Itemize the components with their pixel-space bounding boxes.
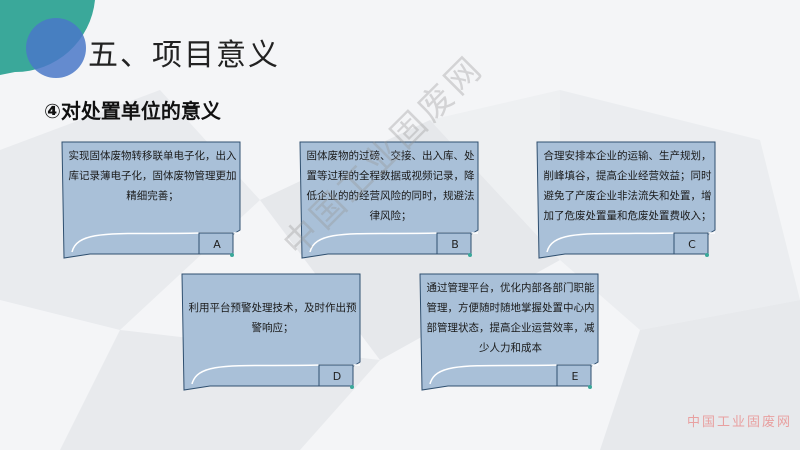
section-subtitle: ④对处置单位的意义 <box>44 99 221 123</box>
card-c-tag: C <box>688 238 696 251</box>
card-d: 利用平台预警处理技术，及时作出预警响应； D <box>180 272 365 392</box>
card-a-tag: A <box>213 238 221 251</box>
card-c-text: 合理安排本企业的运输、生产规划，削峰填谷，提高企业经营效益；同时避免了产废企业非… <box>543 150 712 222</box>
card-a: 实现固体废物转移联单电子化，出入库记录薄电子化，固体废物管理更加精细完善； A <box>60 140 245 260</box>
footer-watermark: 中国工业固废网 <box>686 415 792 430</box>
card-b-shape <box>299 141 479 259</box>
card-e-tag: E <box>571 370 579 383</box>
card-a-shape <box>61 141 241 259</box>
card-e: 通过管理平台，优化内部各部门职能管理，方便随时随地掌握处置中心内部管理状态，提高… <box>418 272 603 392</box>
card-e-text: 通过管理平台，优化内部各部门职能管理，方便随时随地掌握处置中心内部管理状态，提高… <box>426 282 595 354</box>
card-d-text: 利用平台预警处理技术，及时作出预警响应； <box>188 302 357 334</box>
card-b-tag: B <box>451 238 459 251</box>
card-c: 合理安排本企业的运输、生产规划，削峰填谷，提高企业经营效益；同时避免了产废企业非… <box>535 140 720 260</box>
card-d-shape <box>181 273 361 391</box>
card-a-text: 实现固体废物转移联单电子化，出入库记录薄电子化，固体废物管理更加精细完善； <box>68 150 237 202</box>
card-c-shape <box>536 141 716 259</box>
card-e-shape <box>419 273 599 391</box>
card-b: 固体废物的过磅、交接、出入库、处置等过程的全程数据或视频记录，降低企业的的经营风… <box>298 140 483 260</box>
card-d-tag: D <box>332 370 342 383</box>
corner-decoration <box>0 0 95 78</box>
page-title: 五、项目意义 <box>88 38 280 73</box>
card-b-text: 固体废物的过磅、交接、出入库、处置等过程的全程数据或视频记录，降低企业的的经营风… <box>306 150 475 222</box>
